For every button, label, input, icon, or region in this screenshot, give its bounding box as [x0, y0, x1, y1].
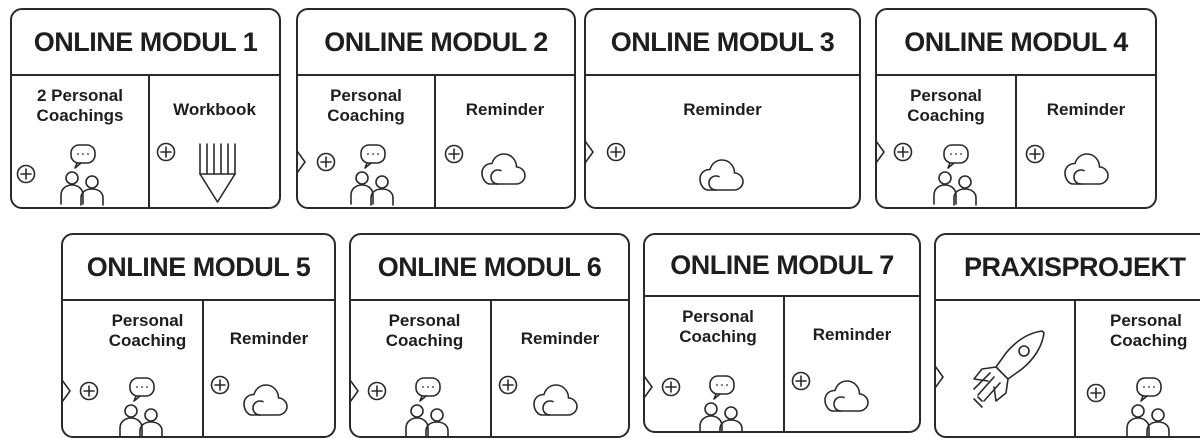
- plus-icon: [606, 142, 626, 162]
- cloud-icon: [823, 379, 869, 413]
- arrow-icon: [877, 140, 885, 164]
- section-label: Reminder: [683, 100, 762, 119]
- section-label: Reminder: [1046, 100, 1126, 119]
- section-coaching: Personal Coaching: [63, 299, 202, 436]
- section-label: 2 Personal Coachings: [36, 86, 124, 125]
- section-label: Personal Coaching: [1110, 311, 1188, 350]
- section-reminder: Reminder: [783, 295, 919, 431]
- section-label: Reminder: [465, 100, 545, 119]
- plus-icon: [79, 381, 99, 401]
- module-title: ONLINE MODUL 3: [586, 10, 859, 76]
- module-card-praxisprojekt: PRAXISPROJEKT Personal Coaching: [934, 233, 1200, 438]
- cloud-icon: [480, 152, 526, 186]
- plus-icon: [316, 152, 336, 172]
- section-label: Reminder: [812, 325, 892, 344]
- people-chat-icon: [403, 377, 453, 436]
- section-coaching: 2 Personal Coachings: [12, 74, 148, 207]
- plus-icon: [661, 377, 681, 397]
- module-card-2: ONLINE MODUL 2 Personal Coaching Reminde…: [296, 8, 576, 209]
- module-title: ONLINE MODUL 4: [877, 10, 1155, 76]
- plus-icon: [893, 142, 913, 162]
- module-card-7: ONLINE MODUL 7 Personal Coaching Reminde…: [643, 233, 921, 433]
- section-coaching: Personal Coaching: [351, 299, 490, 436]
- module-title: PRAXISPROJEKT: [936, 235, 1200, 301]
- section-coaching: Personal Coaching: [298, 74, 434, 207]
- arrow-icon: [936, 365, 944, 389]
- section-label: Personal Coaching: [679, 307, 757, 346]
- section-label: Reminder: [229, 329, 309, 348]
- arrow-icon: [63, 379, 71, 403]
- section-coaching: Personal Coaching: [877, 74, 1015, 207]
- module-card-1: ONLINE MODUL 1 2 Personal Coachings Work…: [10, 8, 281, 209]
- section-workbook: Workbook: [148, 74, 279, 207]
- plus-icon: [156, 142, 176, 162]
- cloud-icon: [1063, 152, 1109, 186]
- section-reminder: Reminder: [490, 299, 628, 436]
- plus-icon: [210, 375, 230, 395]
- module-title: ONLINE MODUL 1: [12, 10, 279, 76]
- plus-icon: [16, 164, 36, 184]
- arrow-icon: [298, 150, 306, 174]
- section-label: Personal Coaching: [108, 311, 187, 350]
- cloud-icon: [698, 158, 744, 192]
- people-chat-icon: [348, 144, 398, 206]
- section-label: Personal Coaching: [385, 311, 464, 350]
- module-card-5: ONLINE MODUL 5 Personal Coaching Reminde…: [61, 233, 336, 438]
- arrow-icon: [645, 375, 653, 399]
- plus-icon: [367, 381, 387, 401]
- people-chat-icon: [931, 144, 981, 206]
- plus-icon: [791, 371, 811, 391]
- section-coaching: Personal Coaching: [1074, 299, 1200, 436]
- section-reminder: Reminder: [586, 74, 859, 207]
- section-coaching: Personal Coaching: [645, 295, 783, 431]
- section-label: Personal Coaching: [907, 86, 985, 125]
- cloud-icon: [242, 383, 288, 417]
- plus-icon: [1086, 383, 1106, 403]
- pencil-icon: [196, 142, 240, 204]
- module-title: ONLINE MODUL 7: [645, 235, 919, 297]
- plus-icon: [498, 375, 518, 395]
- arrow-icon: [586, 140, 594, 164]
- module-title: ONLINE MODUL 5: [63, 235, 334, 301]
- section-label: Reminder: [520, 329, 600, 348]
- section-reminder: Reminder: [202, 299, 334, 436]
- people-chat-icon: [1124, 377, 1174, 436]
- arrow-icon: [351, 379, 359, 403]
- plus-icon: [1025, 144, 1045, 164]
- people-chat-icon: [697, 375, 747, 431]
- module-card-6: ONLINE MODUL 6 Personal Coaching Reminde…: [349, 233, 630, 438]
- people-chat-icon: [117, 377, 167, 436]
- module-card-3: ONLINE MODUL 3 Reminder: [584, 8, 861, 209]
- module-card-4: ONLINE MODUL 4 Personal Coaching Reminde…: [875, 8, 1157, 209]
- section-reminder: Reminder: [434, 74, 574, 207]
- plus-icon: [444, 144, 464, 164]
- people-chat-icon: [58, 144, 108, 206]
- section-label: Workbook: [173, 100, 256, 119]
- module-title: ONLINE MODUL 6: [351, 235, 628, 301]
- section-reminder: Reminder: [1015, 74, 1155, 207]
- cloud-icon: [532, 383, 578, 417]
- section-project: [936, 299, 1074, 436]
- rocket-icon: [968, 327, 1048, 411]
- module-title: ONLINE MODUL 2: [298, 10, 574, 76]
- section-label: Personal Coaching: [327, 86, 405, 125]
